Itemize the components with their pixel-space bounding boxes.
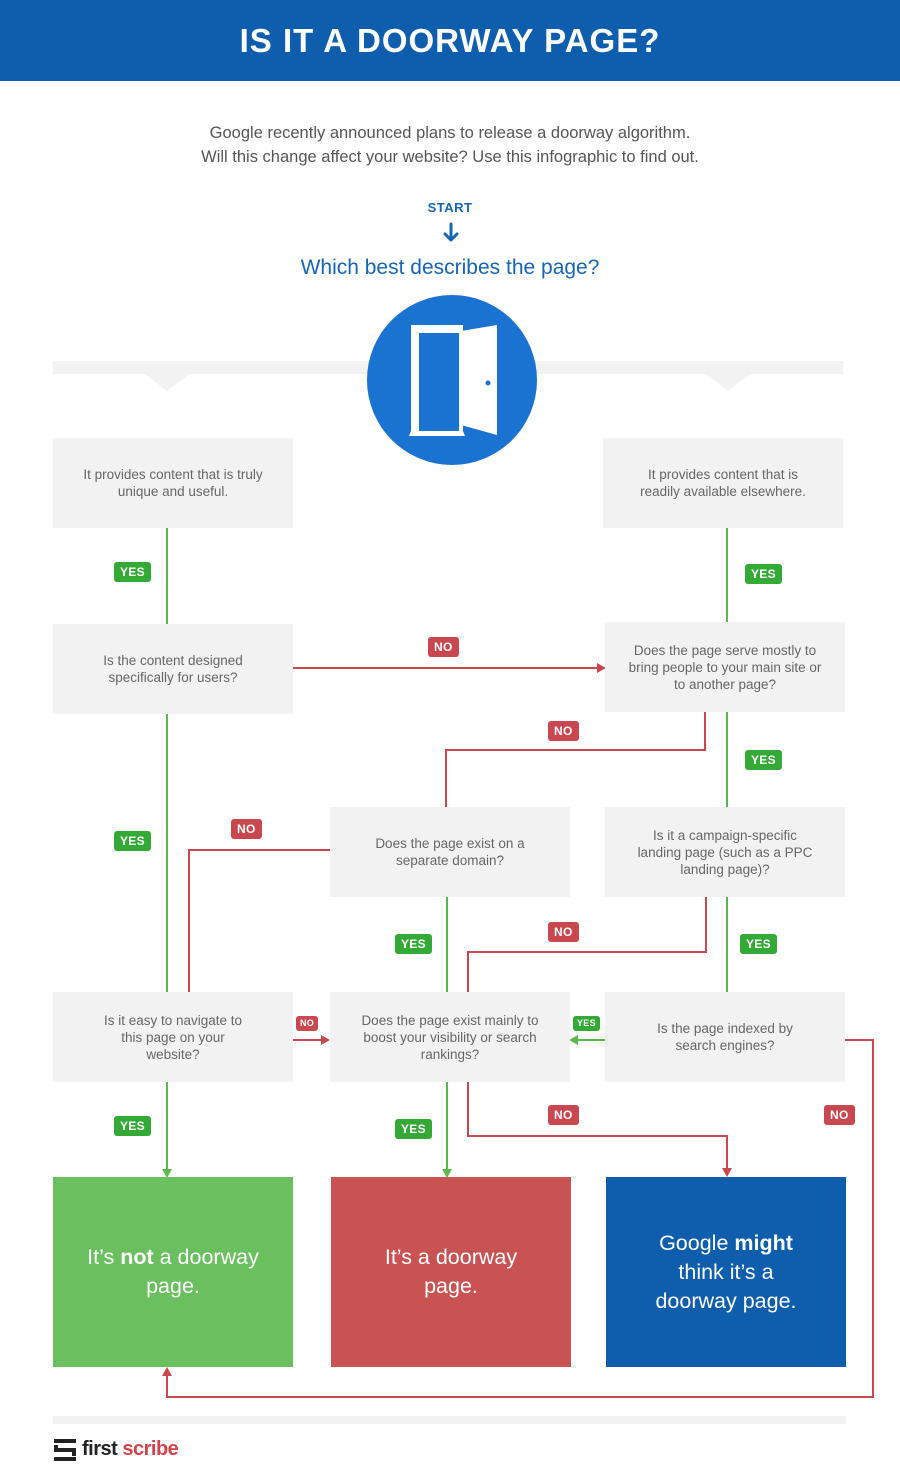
- door-icon: [409, 325, 497, 436]
- result-not-doorway: It’s not a doorway page.: [53, 1177, 293, 1367]
- result-might-bold: might: [734, 1230, 793, 1255]
- tag-no-serve: NO: [548, 721, 579, 741]
- tag-yes-campaign: YES: [740, 934, 777, 954]
- footer-divider: [53, 1416, 846, 1424]
- result-might-pre: Google: [659, 1230, 735, 1255]
- result-might-doorway: Google might think it’s a doorway page.: [606, 1177, 846, 1367]
- result-not-pre: It’s: [87, 1245, 121, 1269]
- node-easy-to-navigate: Is it easy to navigate to this page on y…: [53, 992, 293, 1082]
- door-icon-circle: [367, 295, 537, 465]
- result-doorway: It’s a doorway page.: [331, 1177, 571, 1367]
- node-designed-for-users: Is the content designed specifically for…: [53, 624, 293, 714]
- node-serve-main-site: Does the page serve mostly to bring peop…: [605, 622, 845, 712]
- tag-no-separate: NO: [231, 819, 262, 839]
- intro-line-2: Will this change affect your website? Us…: [201, 148, 699, 166]
- node-available-elsewhere: It provides content that is readily avai…: [603, 438, 843, 528]
- stripes-logo-icon: [54, 1438, 76, 1461]
- logo-text: first scribe: [82, 1438, 179, 1461]
- node-boost-visibility: Does the page exist mainly to boost your…: [330, 992, 570, 1082]
- arrow-down-icon: [443, 222, 459, 242]
- node-campaign-landing: Is it a campaign-specific landing page (…: [605, 807, 845, 897]
- tag-yes-navigate: YES: [114, 1116, 151, 1136]
- tag-no-navigate: NO: [296, 1016, 319, 1031]
- tag-yes-boost: YES: [395, 1119, 432, 1139]
- main-question: Which best describes the page?: [300, 256, 600, 279]
- node-separate-domain: Does the page exist on a separate domain…: [330, 807, 570, 897]
- tag-yes-designed: YES: [114, 831, 151, 851]
- start-label: START: [427, 200, 473, 215]
- tag-yes-serve: YES: [745, 750, 782, 770]
- tag-yes-indexed: YES: [573, 1016, 600, 1031]
- brand-logo[interactable]: first scribe: [54, 1438, 179, 1461]
- page-title: IS IT A DOORWAY PAGE?: [0, 0, 900, 81]
- node-indexed: Is the page indexed by search engines?: [605, 992, 845, 1082]
- result-doorway-text: It’s a doorway page.: [384, 1245, 518, 1298]
- tag-no-indexed: NO: [824, 1105, 855, 1125]
- intro-text: Google recently announced plans to relea…: [0, 121, 900, 169]
- tag-no-campaign: NO: [548, 922, 579, 942]
- tag-yes-unique: YES: [114, 562, 151, 582]
- tag-no-designed: NO: [428, 637, 459, 657]
- result-might-post: think it’s a doorway page.: [655, 1259, 797, 1313]
- logo-first: first: [82, 1438, 118, 1460]
- tag-yes-elsewhere: YES: [745, 564, 782, 584]
- node-unique-content: It provides content that is truly unique…: [53, 438, 293, 528]
- logo-second: scribe: [122, 1438, 179, 1460]
- intro-line-1: Google recently announced plans to relea…: [209, 124, 691, 142]
- result-not-bold: not: [120, 1245, 154, 1269]
- tag-yes-separate: YES: [395, 934, 432, 954]
- result-not-post: a doorway page.: [146, 1245, 259, 1298]
- tag-no-boost: NO: [548, 1105, 579, 1125]
